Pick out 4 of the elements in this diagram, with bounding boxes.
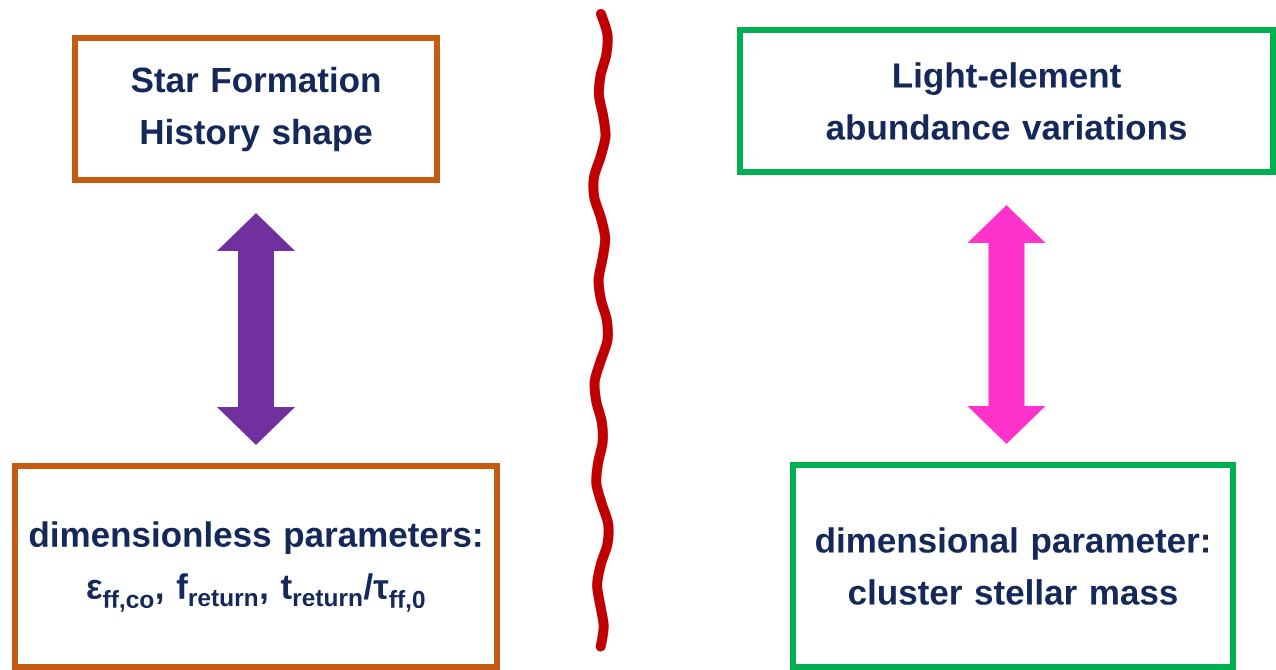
text-box: dimensional parameter: cluster stellar mass (790, 462, 1236, 670)
text-box: dimensionless parameters: ε$_{ff,co}$, f$_{return}$, t$_{return}$/τ$_{ff,0}$ (12, 463, 500, 670)
text-box: Star Formation History shape (72, 35, 440, 183)
text-box: Light-element abundance variations (737, 27, 1276, 175)
